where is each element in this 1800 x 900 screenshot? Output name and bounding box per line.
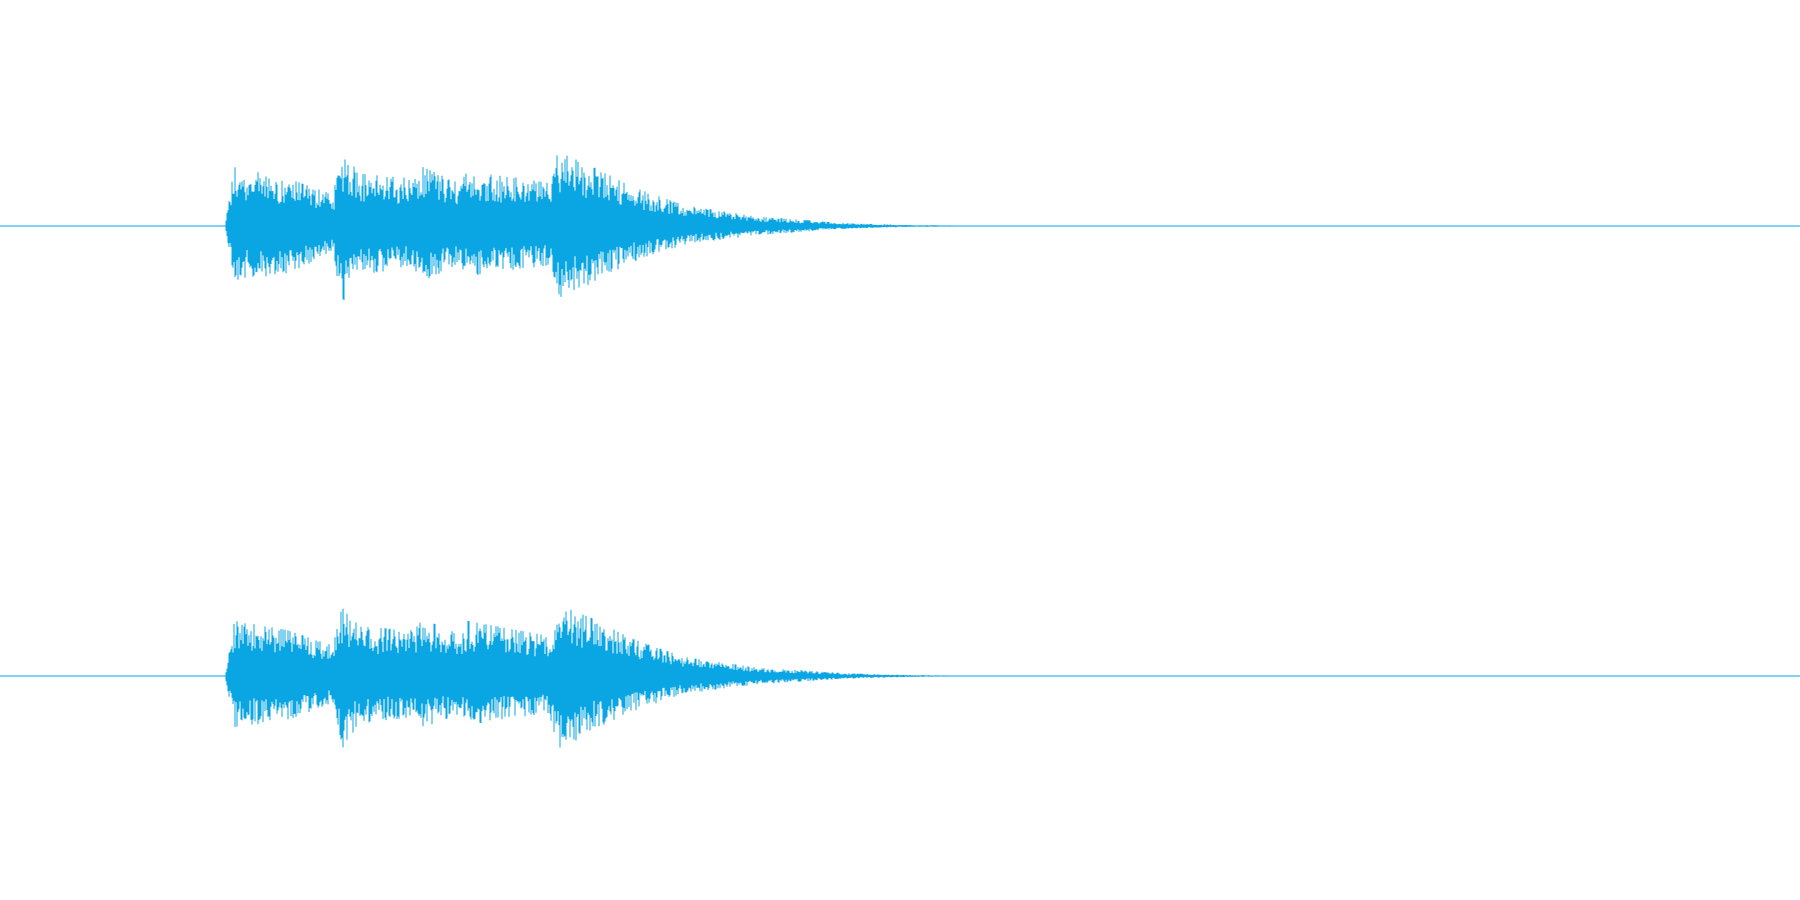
waveform-trace [225, 155, 1001, 300]
channel-1 [0, 608, 1800, 748]
waveform-trace [225, 608, 1001, 748]
channel-0 [0, 155, 1800, 300]
